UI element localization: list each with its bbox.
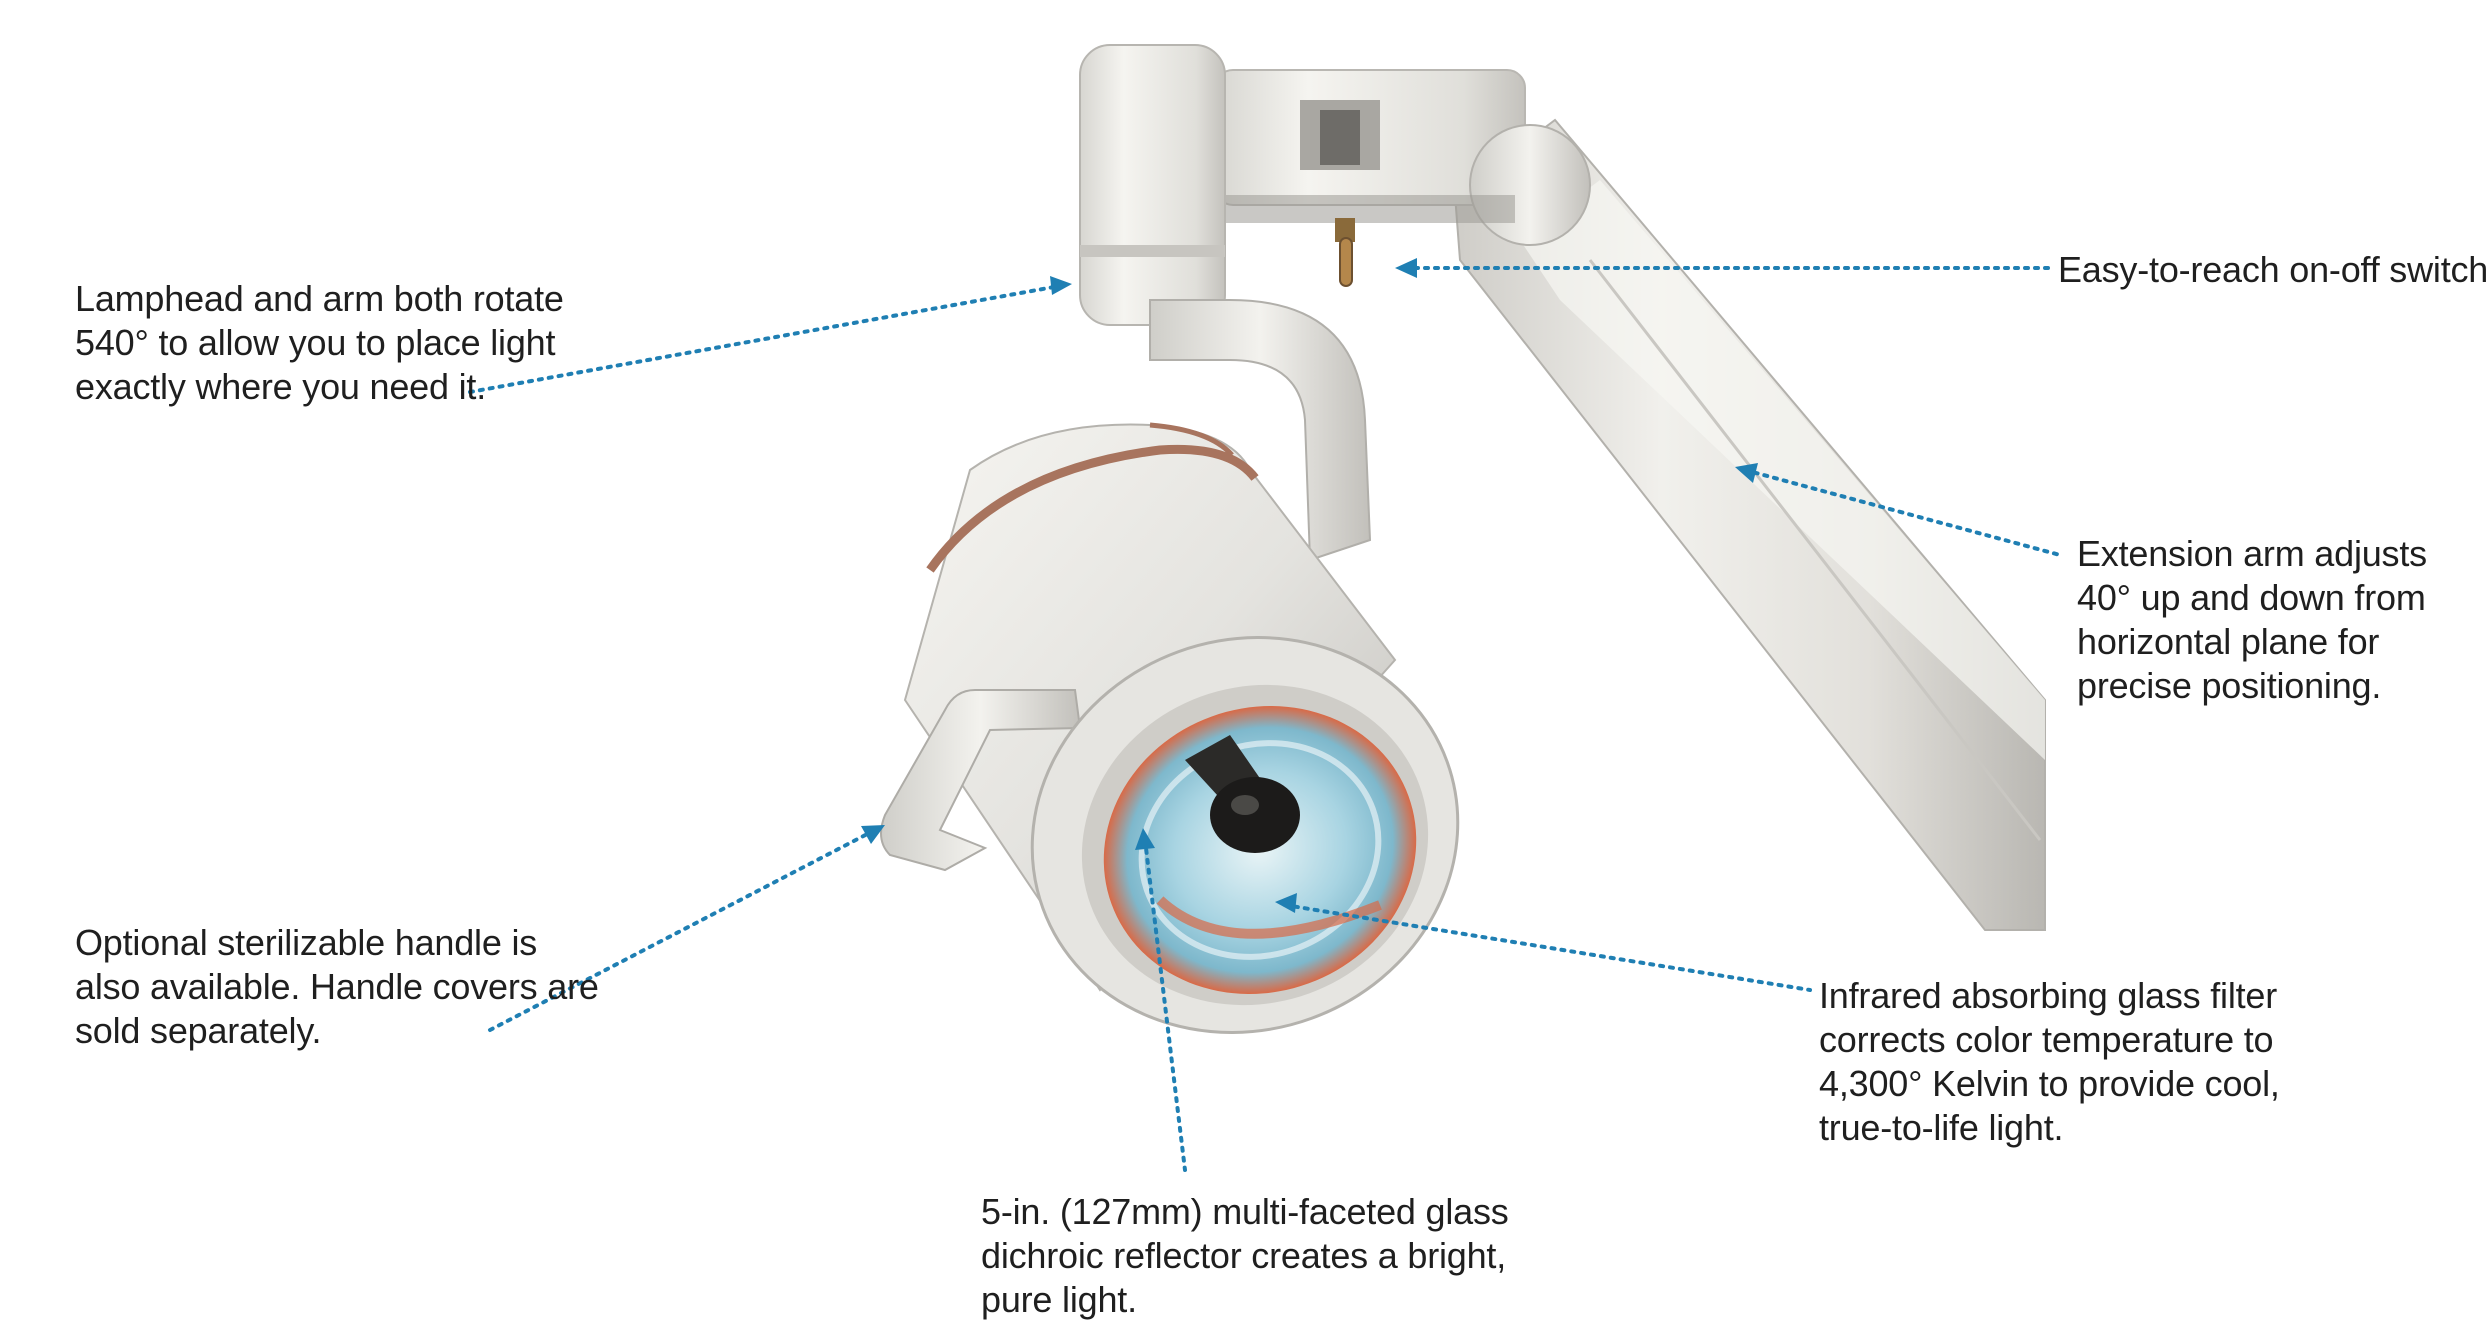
callout-line: exactly where you need it. — [75, 366, 487, 407]
callout-line: Easy-to-reach on-off switch. — [2058, 249, 2491, 290]
leader-arrowheads — [861, 258, 1758, 913]
lamp-bulb — [1185, 735, 1300, 853]
swivel-mount — [1214, 69, 1591, 246]
callout-line: Optional sterilizable handle is — [75, 922, 538, 963]
arrow-arm — [1735, 463, 1758, 483]
callout-line: also available. Handle covers are — [75, 966, 599, 1007]
arrow-switch — [1395, 258, 1417, 278]
swivel-column — [1079, 44, 1226, 326]
callout-line: 540° to allow you to place light — [75, 322, 556, 363]
callout-line: corrects color temperature to — [1819, 1019, 2274, 1060]
callout-reflector: 5-in. (127mm) multi-faceted glass dichro… — [981, 1190, 1509, 1322]
callout-switch: Easy-to-reach on-off switch. — [2058, 248, 2491, 292]
on-off-switch — [1335, 218, 1355, 287]
arrow-filter — [1275, 893, 1297, 913]
callout-line: Infrared absorbing glass filter — [1819, 975, 2278, 1016]
yoke-bracket — [1149, 299, 1372, 562]
leader-rotate — [468, 283, 1067, 394]
sterilizable-handle — [880, 689, 1082, 872]
callout-line: Lamphead and arm both rotate — [75, 278, 564, 319]
callout-line: sold separately. — [75, 1010, 322, 1051]
callout-rotation: Lamphead and arm both rotate 540° to all… — [75, 277, 564, 409]
callout-handle: Optional sterilizable handle is also ava… — [75, 921, 599, 1053]
callout-line: dichroic reflector creates a bright, — [981, 1235, 1507, 1276]
leader-filter — [1283, 903, 1812, 992]
callout-line: 5-in. (127mm) multi-faceted glass — [981, 1191, 1509, 1232]
arrow-rotate — [1050, 276, 1072, 295]
callout-line: pure light. — [981, 1279, 1137, 1320]
leader-arm — [1743, 468, 2062, 557]
leader-lines — [468, 266, 2062, 1172]
leader-handle — [488, 828, 877, 1032]
callout-line: precise positioning. — [2077, 665, 2382, 706]
callout-filter: Infrared absorbing glass filter corrects… — [1819, 974, 2280, 1150]
callout-line: 4,300° Kelvin to provide cool, — [1819, 1063, 2280, 1104]
extension-arm — [1453, 118, 2046, 931]
arrow-handle — [861, 825, 885, 844]
arrow-reflector — [1135, 828, 1155, 850]
callout-line: 40° up and down from — [2077, 577, 2426, 618]
callout-line: Extension arm adjusts — [2077, 533, 2427, 574]
callout-extension-arm: Extension arm adjusts 40° up and down fr… — [2077, 532, 2427, 708]
callout-line: horizontal plane for — [2077, 621, 2380, 662]
callout-line: true-to-life light. — [1819, 1107, 2064, 1148]
